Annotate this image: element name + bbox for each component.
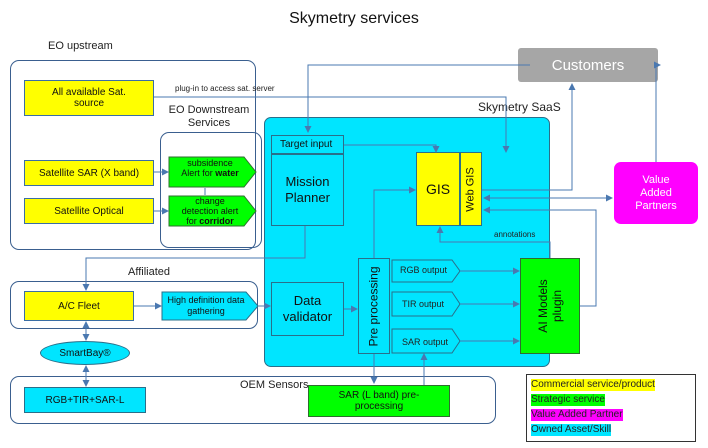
change-line1: change <box>195 196 225 206</box>
ai-models-box: AI Models plugin <box>520 258 580 354</box>
subsidence-shape <box>168 156 257 188</box>
ac-fleet-label: A/C Fleet <box>58 300 100 312</box>
smartbay-label: SmartBay® <box>59 347 111 359</box>
legend-strategic: Strategic service <box>531 394 605 406</box>
value-partners-label: Value Added Partners <box>635 173 677 212</box>
plugin-text: plug-in to access sat. server <box>175 84 275 93</box>
rgb-output-label: RGB output <box>400 265 448 275</box>
data-validator-label: Data validator <box>282 293 333 324</box>
legend-owned: Owned Asset/Skill <box>531 424 612 436</box>
optical-box: Satellite Optical <box>24 198 154 224</box>
sar-l-label: SAR (L band) pre-processing <box>338 390 420 412</box>
customers-box: Customers <box>518 48 658 82</box>
value-partners-box: Value Added Partners <box>614 162 698 224</box>
gis-label: GIS <box>425 180 451 197</box>
change-detection-label: change detection alert for corridor <box>172 196 248 226</box>
hd-data-label: High definition data gathering <box>167 295 245 316</box>
eo-downstream-label: EO Downstream Services <box>168 104 250 129</box>
sar-output-label: SAR output <box>402 337 449 347</box>
tir-output-shape <box>391 291 461 317</box>
sar-x-label: Satellite SAR (X band) <box>38 167 140 179</box>
legend-commercial: Commercial service/product <box>531 379 655 391</box>
change-line3a: for <box>186 216 200 226</box>
sar-output-shape <box>391 328 461 354</box>
eo-downstream-group <box>160 132 262 248</box>
page-title: Skymetry services <box>289 10 419 27</box>
annotations-label: annotations <box>494 230 536 239</box>
change-detection-shape <box>168 195 257 227</box>
change-line2: detection alert <box>181 206 239 216</box>
gis-box: GIS <box>416 152 460 226</box>
change-line3b: corridor <box>199 216 234 226</box>
web-gis-box: Web GIS <box>460 152 482 226</box>
subsidence-line2b: water <box>215 168 239 178</box>
affiliated-label: Affiliated <box>128 266 170 278</box>
sat-source-box: All available Sat. source <box>24 80 154 116</box>
hd-data-shape <box>161 291 259 321</box>
rgb-tir-sar-label: RGB+TIR+SAR-L <box>45 394 125 406</box>
subsidence-line2a: Alert for <box>181 168 216 178</box>
ac-fleet-box: A/C Fleet <box>24 291 134 321</box>
tir-output-label: TIR output <box>402 299 445 309</box>
subsidence-line1: subsidence <box>187 158 233 168</box>
eo-upstream-label: EO upstream <box>48 40 113 52</box>
legend-box <box>526 374 696 442</box>
data-validator-box: Data validator <box>271 282 344 336</box>
rgb-output-shape <box>391 259 461 283</box>
legend-partner: Value Added Partner <box>531 409 623 421</box>
sar-l-box: SAR (L band) pre-processing <box>308 385 450 417</box>
target-input-box: Target input <box>271 135 344 154</box>
optical-label: Satellite Optical <box>54 205 124 217</box>
sar-x-box: Satellite SAR (X band) <box>24 160 154 186</box>
mission-planner-label: Mission Planner <box>285 174 330 205</box>
smartbay-ellipse: SmartBay® <box>40 341 130 365</box>
oem-group <box>10 376 496 424</box>
rgb-tir-sar-box: RGB+TIR+SAR-L <box>24 387 146 413</box>
eo-upstream-group <box>10 60 256 250</box>
subsidence-label: subsidence Alert for water <box>172 158 248 178</box>
pre-processing-box: Pre processing <box>358 258 390 354</box>
target-input-label: Target input <box>280 139 333 150</box>
saas-label: Skymetry SaaS <box>478 100 561 114</box>
mission-planner-box: Mission Planner <box>271 154 344 226</box>
sat-source-label: All available Sat. source <box>52 87 126 109</box>
customers-label: Customers <box>551 56 625 74</box>
oem-label: OEM Sensors <box>240 379 309 391</box>
